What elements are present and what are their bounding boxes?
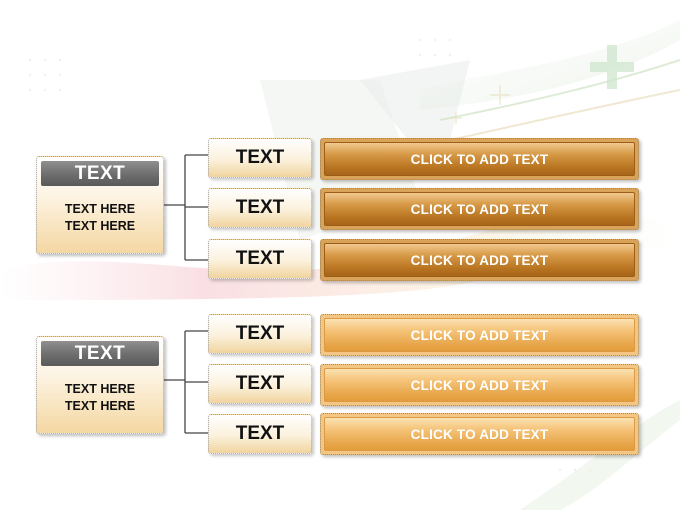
row-label-1-3[interactable]: TEXT [208,239,312,279]
text-bar-label: CLICK TO ADD TEXT [324,368,635,402]
row-label-2-3[interactable]: TEXT [208,414,312,454]
text-bar-label: CLICK TO ADD TEXT [324,318,635,352]
text-bar-label: CLICK TO ADD TEXT [324,417,635,451]
row-label-1-1[interactable]: TEXT [208,138,312,178]
text-bar-1-3[interactable]: CLICK TO ADD TEXT [320,239,639,281]
row-label-2-2[interactable]: TEXT [208,364,312,404]
main-box-1[interactable]: TEXT TEXT HERE TEXT HERE [36,156,164,254]
main-box-title: TEXT [41,161,159,186]
main-box-body: TEXT HERE TEXT HERE [37,381,163,415]
text-bar-1-2[interactable]: CLICK TO ADD TEXT [320,188,639,230]
main-box-2[interactable]: TEXT TEXT HERE TEXT HERE [36,336,164,434]
group-1: TEXT TEXT HERE TEXT HERE TEXT TEXT TEXT … [0,134,680,284]
main-box-line: TEXT HERE [64,382,136,396]
text-bar-2-1[interactable]: CLICK TO ADD TEXT [320,314,639,356]
text-bar-label: CLICK TO ADD TEXT [324,192,635,226]
group-2: TEXT TEXT HERE TEXT HERE TEXT TEXT TEXT … [0,310,680,460]
row-label-2-1[interactable]: TEXT [208,314,312,354]
main-box-line: TEXT HERE [64,202,136,216]
connector-lines-1 [164,154,208,261]
main-box-body: TEXT HERE TEXT HERE [37,201,163,235]
text-bar-2-2[interactable]: CLICK TO ADD TEXT [320,364,639,406]
row-label-1-2[interactable]: TEXT [208,188,312,228]
main-box-line: TEXT HERE [64,219,136,233]
main-box-title: TEXT [41,341,159,366]
main-box-line: TEXT HERE [64,399,136,413]
text-bar-1-1[interactable]: CLICK TO ADD TEXT [320,138,639,180]
text-bar-2-3[interactable]: CLICK TO ADD TEXT [320,413,639,455]
connector-lines-2 [164,330,208,434]
text-bar-label: CLICK TO ADD TEXT [324,142,635,176]
text-bar-label: CLICK TO ADD TEXT [324,243,635,277]
